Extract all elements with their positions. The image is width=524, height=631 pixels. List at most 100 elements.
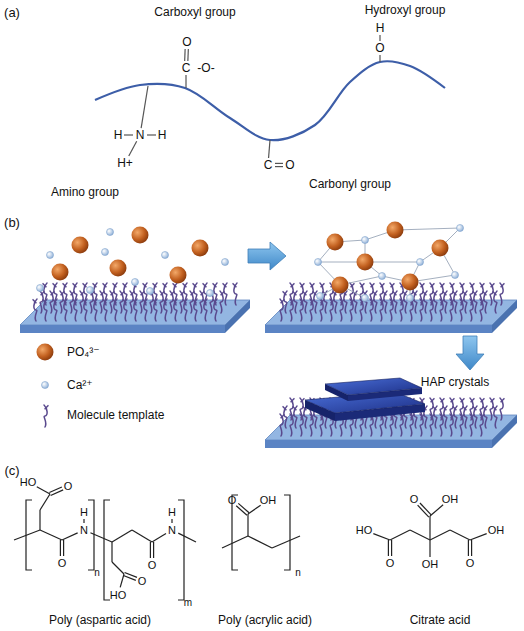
bond-line [429,540,430,557]
phosphate-ion [432,240,449,257]
molecule-template [380,299,384,321]
molecule-template [440,299,444,321]
calcium-ion [222,259,229,266]
compound-name: Poly (acrylic acid) [218,614,312,626]
phosphate-ion [357,254,374,271]
bond-line [471,540,472,556]
ionic-link [395,228,460,230]
atom-label: O [285,159,294,171]
bond-line [373,534,390,540]
phosphate-ion [110,260,127,277]
calcium-ion [362,237,369,244]
atom-label: H [80,507,88,518]
substrate-side [225,300,250,333]
atom-label: O [148,560,157,571]
phosphate-ion [170,267,187,284]
molecule-template [460,299,464,321]
calcium-ion [37,285,44,292]
atom-label: H [168,507,176,518]
molecule-template [220,291,224,313]
atom-label: OH [442,494,459,505]
bond-line [120,574,124,587]
bond-line [51,490,64,496]
group-label: Hydroxyl group [365,4,446,16]
phosphate-ion [192,240,209,257]
molecule-template [60,291,64,313]
bond-line [222,536,248,548]
molecule-template [423,291,427,313]
bond-line [420,503,431,515]
molecule-template [133,299,137,321]
substrate-side [20,325,225,333]
molecule-template [70,291,74,313]
molecule-template [360,299,364,321]
molecule-template [200,291,204,313]
phosphate-ion [332,277,349,294]
phosphate-ion [387,222,404,239]
molecule-template [470,299,474,321]
bond-line [132,530,152,542]
molecule-template [80,291,84,313]
molecule-template [420,414,424,436]
molecule-template [293,291,297,313]
molecule-template [390,414,394,436]
bond-line [152,534,166,542]
molecule-template [443,291,447,313]
molecule-template [110,291,114,313]
molecule-template [300,414,304,436]
molecule-template [433,291,437,313]
molecule-template [410,299,414,321]
bond-line [112,562,124,574]
molecule-template [313,291,317,313]
molecule-template [153,299,157,321]
molecule-template [53,299,57,321]
phosphate-ion [402,274,419,291]
bond-line [63,540,64,556]
bond-line [37,487,50,494]
molecule-template [400,414,404,436]
atom-label: OH [422,559,439,570]
molecule-template [373,291,377,313]
calcium-ion [417,259,424,266]
molecule-template [330,299,334,321]
molecule-template [400,299,404,321]
bond-line [187,49,189,61]
molecule-template [353,291,357,313]
molecule-template [460,414,464,436]
molecule-template [283,406,287,428]
bond-line [185,75,186,88]
molecule-template [410,414,414,436]
polymer-bracket [26,495,290,600]
calcium-ion [47,252,54,259]
panel-label: (c) [4,464,19,477]
bond-line [379,55,380,62]
bond-line [40,530,62,540]
atom-label: N [168,525,176,536]
atom-label: O [466,558,475,569]
molecule-template [180,291,184,313]
calcium-ion [315,259,322,266]
calcium-ion [317,293,324,300]
atom-label: HO [356,525,373,536]
bond-line [430,505,443,516]
molecule-template [320,414,324,436]
bond-line [429,516,430,540]
molecule-template [290,299,294,321]
molecule-template [283,291,287,313]
molecule-template [493,406,497,428]
molecule-template [193,299,197,321]
polymer-chain [95,61,445,140]
compound-name: Poly (aspartic acid) [49,614,151,626]
bond-line [275,166,283,167]
hap-crystal [325,378,422,395]
bond-line [112,530,132,542]
molecule-template [130,291,134,313]
callout-label: HAP crystals [421,376,489,388]
bond-line [39,510,40,530]
molecule-template [450,414,454,436]
subscript-label: n [94,568,100,578]
molecule-template [160,291,164,313]
molecule-template [430,414,434,436]
compound-name: Citrate acid [410,614,471,626]
